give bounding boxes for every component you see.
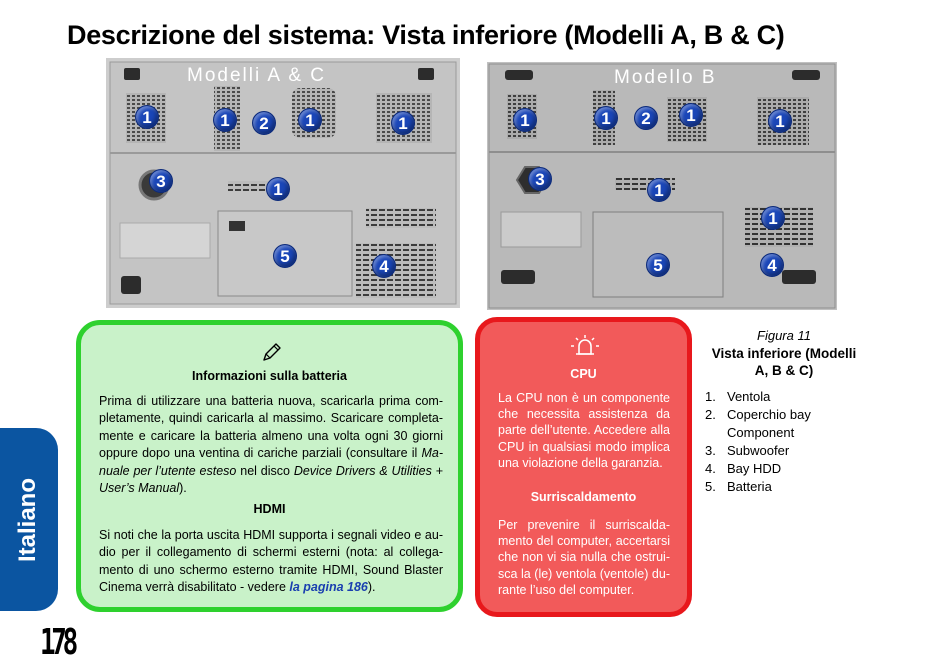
- callout-fan: 1: [213, 108, 237, 132]
- callout-fan: 1: [768, 109, 792, 133]
- callout-hdd-bay: 4: [372, 254, 396, 278]
- hdmi-heading: HDMI: [253, 502, 286, 516]
- cpu-overheating-warning-box: CPU La CPU non è un componente che neces…: [475, 317, 692, 617]
- legend-item: 2.Coperchio bay Component: [705, 407, 811, 440]
- callout-fan: 1: [391, 111, 415, 135]
- pencil-icon: [261, 341, 283, 368]
- callout-fan: 1: [135, 105, 159, 129]
- legend-item: 1.Ventola: [705, 389, 771, 404]
- language-side-tab: [0, 428, 58, 611]
- cpu-warning-text: La CPU non è un componente che necessita…: [498, 391, 670, 470]
- callout-fan: 1: [266, 177, 290, 201]
- photo-label-model-b: Modello B: [614, 67, 717, 88]
- battery-info-text: Prima di utilizzare una batteria nuova, …: [99, 394, 443, 496]
- hdmi-text: Si noti che la porta uscita HDMI support…: [99, 528, 443, 595]
- overheating-heading: Surriscaldamento: [530, 490, 637, 504]
- figure-title: Vista inferiore (Modelli A, B & C): [711, 346, 857, 378]
- battery-info-heading: Informazioni sulla batteria: [192, 369, 347, 383]
- alarm-icon: [570, 334, 600, 363]
- page-number: 178: [40, 622, 78, 663]
- callout-component-bay-cover: 2: [252, 111, 276, 135]
- callout-hdd-bay: 4: [760, 253, 784, 277]
- page-186-link[interactable]: la pagina 186: [289, 580, 368, 595]
- callout-fan: 1: [298, 108, 322, 132]
- legend-item: 4.Bay HDD: [705, 461, 782, 476]
- callout-fan: 1: [513, 108, 537, 132]
- callout-subwoofer: 3: [149, 169, 173, 193]
- overheating-warning-text: Per prevenire il surriscalda­mento del c…: [498, 518, 670, 597]
- callout-subwoofer: 3: [528, 167, 552, 191]
- callout-battery: 5: [273, 244, 297, 268]
- bottom-view-photo-models-a-c: Modelli A & C 1 1 2 1 1 3 1 5 4: [106, 58, 460, 308]
- bottom-view-photo-model-b: Modello B 1 1 2 1 1 3 1 1 5 4: [487, 62, 837, 310]
- figure-legend: 1.Ventola 2.Coperchio bay Component 3.Su…: [705, 388, 855, 496]
- callout-fan: 1: [594, 106, 618, 130]
- callout-fan: 1: [679, 103, 703, 127]
- callout-fan: 1: [647, 178, 671, 202]
- figure-label: Figura 11: [757, 328, 811, 343]
- legend-item: 5.Batteria: [705, 479, 772, 494]
- cpu-heading: CPU: [570, 367, 597, 381]
- language-tab-label: Italiano: [14, 477, 41, 563]
- battery-hdmi-note-box: Informazioni sulla batteria Prima di uti…: [76, 320, 463, 612]
- callout-component-bay-cover: 2: [634, 106, 658, 130]
- callout-battery: 5: [646, 253, 670, 277]
- callout-fan: 1: [761, 206, 785, 230]
- photo-label-models-a-c: Modelli A & C: [187, 65, 326, 86]
- legend-item: 3.Subwoofer: [705, 443, 790, 458]
- page-title: Descrizione del sistema: Vista inferiore…: [67, 20, 785, 50]
